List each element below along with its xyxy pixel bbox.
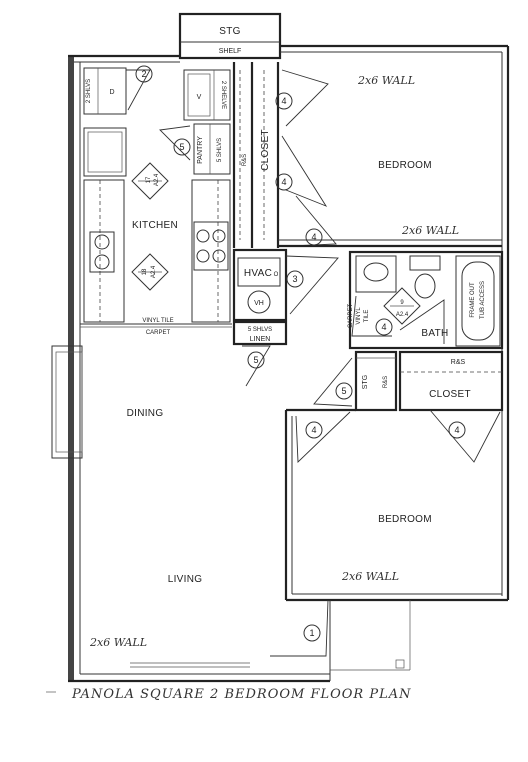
rs-hall-label: R&S (451, 359, 466, 366)
d-label: D (109, 89, 114, 96)
shlvs-2-label: 2 SHLVS (86, 79, 92, 103)
frame-out-tub-label: FRAME OUT (470, 282, 476, 318)
bedroom-1 (278, 239, 502, 248)
bath-label: BATH (421, 328, 448, 339)
o-label: O (274, 272, 279, 278)
vinyl-tile-label: VINYL TILE (142, 318, 173, 324)
stg-hall-label: STG (362, 375, 369, 389)
elev-tag-bath-bottom: A2.4 (396, 312, 409, 318)
pantry-label: PANTRY (197, 136, 204, 164)
door-number: 4 (381, 322, 386, 332)
door-number-markers: 2 5 4 4 4 3 5 4 5 4 4 1 (135, 65, 466, 642)
rs-2-label: R&S (383, 376, 389, 388)
closet-1-label: CLOSET (260, 129, 271, 171)
exterior-walls (51, 12, 510, 683)
door-number: 5 (179, 142, 184, 152)
carpet-vinyl-tile-3: TILE (364, 310, 370, 323)
door-number: 1 (309, 628, 314, 638)
door-number: 2 (141, 69, 146, 79)
wall-note-bottom-right: 2x6 WALL (341, 570, 399, 583)
carpet-vinyl-tile-1: CARPET (348, 304, 354, 329)
shelve-2-label: 2 SHELVE (220, 81, 226, 109)
living-label: LIVING (168, 574, 203, 585)
door-number: 3 (292, 274, 297, 284)
elev-tag-kitchen-upper-top: 17 (146, 176, 152, 183)
hall-storage (313, 350, 504, 463)
shlvs-5-linen-label: 5 SHLVS (248, 327, 272, 333)
carpet-vinyl-tile-2: VINYL (356, 307, 362, 325)
linen-label: LINEN (250, 336, 271, 343)
plan-title: PANOLA SQUARE 2 BEDROOM FLOOR PLAN (71, 687, 412, 702)
carpet-label: CARPET (146, 330, 171, 336)
stg-top-label: STG (219, 26, 240, 37)
shlvs-5-label: 5 SHLVS (217, 138, 223, 162)
hvac-label: HVAC (244, 268, 272, 279)
door-number: 4 (454, 425, 459, 435)
bedroom-2 (284, 408, 356, 600)
elev-tag-kitchen-upper-bottom: A2.4 (154, 173, 160, 186)
wall-note-middle: 2x6 WALL (401, 224, 459, 237)
wall-note-bottom-left: 2x6 WALL (89, 636, 147, 649)
bedroom-1-label: BEDROOM (378, 160, 432, 171)
shelf-label: SHELF (219, 48, 242, 55)
tub-access-label: TUB ACCESS (480, 281, 486, 319)
door-number: 4 (281, 96, 286, 106)
bath (348, 250, 504, 350)
dining-label: DINING (127, 408, 164, 419)
door-number: 5 (253, 355, 258, 365)
door-number: 4 (311, 425, 316, 435)
door-number: 4 (281, 177, 286, 187)
v-label: V (197, 94, 202, 101)
vh-label: VH (254, 300, 264, 307)
kitchen-area (80, 67, 232, 328)
elev-tag-kitchen-lower-bottom: A2.4 (151, 265, 157, 278)
central-core (232, 62, 339, 387)
elev-tag-bath-top: 9 (400, 300, 404, 306)
rs-1-label: R&S (242, 154, 248, 166)
door-number: 4 (311, 232, 316, 242)
bedroom-2-label: BEDROOM (378, 514, 432, 525)
closet-2-label: CLOSET (429, 389, 471, 400)
wall-note-top: 2x6 WALL (357, 74, 415, 87)
door-number: 5 (341, 386, 346, 396)
kitchen-label: KITCHEN (132, 220, 178, 231)
elev-tag-kitchen-lower-top: 18 (142, 268, 148, 275)
